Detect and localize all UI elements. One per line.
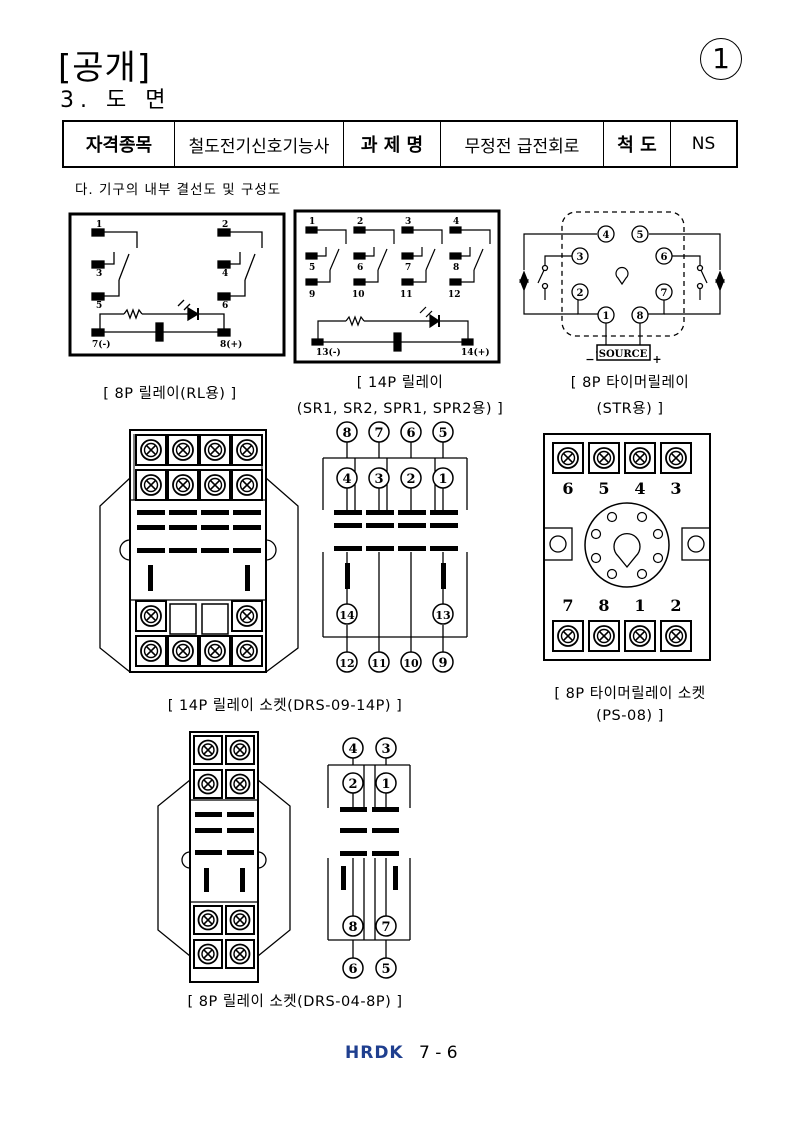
s14-mid-pin: 2 <box>406 472 415 487</box>
s8-bottom-pin: 6 <box>348 962 357 977</box>
ps08-top-label: 4 <box>634 479 645 498</box>
s14-coil-pin: 14 <box>339 609 355 622</box>
ps08-bottom-label: 7 <box>562 596 573 615</box>
timer-caption-line2: (STR용) ] <box>596 401 664 417</box>
s14-top-pin: 8 <box>342 426 351 441</box>
s14-mid-pin: 3 <box>374 472 383 487</box>
timer-pin-3: 3 <box>577 252 584 263</box>
s8-top-pin: 4 <box>348 742 357 757</box>
relay14p-pin-13: 13(-) <box>316 347 341 358</box>
relay8p-pin-5: 5 <box>96 301 102 311</box>
timer-pin-2: 2 <box>577 288 584 299</box>
info-table: 자격종목 철도전기신호기능사 과 제 명 무정전 급전회로 척 도 NS <box>62 120 738 168</box>
timer-caption-line1: [ 8P 타이머릴레이 <box>570 375 690 391</box>
socket8p-caption: [ 8P 릴레이 소켓(DRS-04-8P) ] <box>187 994 403 1010</box>
hrdk-logo: HRDK <box>345 1043 404 1063</box>
relay-14p-diagram: 1 2 3 4 5 6 7 8 9 10 11 12 13(-) 14(+) <box>293 209 501 364</box>
relay8p-pin-3: 3 <box>96 269 102 279</box>
relay8p-pin-4: 4 <box>222 269 228 279</box>
relay8p-caption: [ 8P 릴레이(RL용) ] <box>103 386 237 402</box>
relay14p-pin-4: 4 <box>453 217 459 227</box>
source-plus: + <box>652 353 661 366</box>
relay14p-pin-11: 11 <box>400 290 413 300</box>
relay14p-pin-3: 3 <box>405 217 411 227</box>
relay8p-pin-8: 8(+) <box>220 339 242 350</box>
s8-mid-pin: 1 <box>381 777 390 792</box>
ps08-bottom-label: 1 <box>634 596 645 615</box>
timer-pin-1: 1 <box>603 311 610 322</box>
qualification-value: 철도전기신호기능사 <box>174 120 344 168</box>
document-title: [공개] <box>58 48 152 88</box>
section-label: 다. 기구의 내부 결선도 및 구성도 <box>75 182 282 198</box>
s14-top-pin: 5 <box>438 426 447 441</box>
page-footer: HRDK 7 - 6 <box>345 1043 458 1063</box>
relay14p-pin-5: 5 <box>309 263 315 273</box>
timer-pin-6: 6 <box>661 252 668 263</box>
s14-mid-pin: 1 <box>438 472 447 487</box>
scale-value: NS <box>670 120 738 168</box>
socket-8p-schematic: 4 3 2 1 8 7 6 5 <box>327 737 411 979</box>
timer-pin-7: 7 <box>661 288 668 299</box>
s14-mid-pin: 4 <box>342 472 351 487</box>
relay14p-pin-8: 8 <box>453 263 459 273</box>
section-title: 3. 도 면 <box>60 88 172 113</box>
s14-bottom-pin: 9 <box>438 656 447 671</box>
socket14p-caption: [ 14P 릴레이 소켓(DRS-09-14P) ] <box>167 698 403 714</box>
page-number: 7 - 6 <box>419 1043 458 1063</box>
timer-pin-8: 8 <box>637 311 644 322</box>
relay-8p-diagram: 1 2 3 4 5 6 7(-) 8(+) <box>68 212 286 357</box>
relay14p-pin-7: 7 <box>405 263 411 273</box>
relay14p-caption-line2: (SR1, SR2, SPR1, SPR2용) ] <box>296 401 504 417</box>
scale-label: 척 도 <box>603 120 671 168</box>
socket-14p-schematic: 8 7 6 5 4 3 2 1 14 13 12 11 10 9 <box>322 421 468 673</box>
s14-bottom-pin: 10 <box>403 657 419 670</box>
socket-8p-drawing <box>157 731 291 983</box>
s8-bottom-pin: 5 <box>381 962 390 977</box>
ps08-bottom-label: 8 <box>598 596 609 615</box>
s14-bottom-pin: 11 <box>371 657 386 670</box>
s8-coil-pin: 7 <box>381 920 390 935</box>
ps08-caption-line2: (PS-08) ] <box>596 708 664 724</box>
relay8p-pin-7: 7(-) <box>92 339 111 350</box>
relay14p-caption-line1: [ 14P 릴레이 <box>356 375 444 391</box>
source-minus: − <box>585 353 594 366</box>
s14-coil-pin: 13 <box>435 609 450 622</box>
s8-mid-pin: 2 <box>348 777 357 792</box>
ps08-bottom-label: 2 <box>670 596 681 615</box>
relay14p-pin-9: 9 <box>309 290 315 300</box>
page-marker: 1 <box>700 38 742 80</box>
relay14p-pin-2: 2 <box>357 217 363 227</box>
timer-socket-drawing: 6 5 4 3 7 8 1 2 <box>543 433 711 661</box>
relay14p-pin-14: 14(+) <box>461 347 490 358</box>
ps08-top-label: 6 <box>562 479 573 498</box>
relay8p-pin-6: 6 <box>222 301 228 311</box>
qualification-label: 자격종목 <box>62 120 175 168</box>
relay8p-pin-2: 2 <box>222 220 228 230</box>
s14-top-pin: 6 <box>406 426 415 441</box>
s8-top-pin: 3 <box>381 742 390 757</box>
ps08-caption-line1: [ 8P 타이머릴레이 소켓 <box>554 686 706 702</box>
ps08-top-label: 3 <box>670 479 681 498</box>
ps08-top-label: 5 <box>598 479 609 498</box>
timer-8p-diagram: 1 2 3 4 5 6 7 8 SOURCE − + <box>519 211 725 366</box>
s14-bottom-pin: 12 <box>339 657 354 670</box>
s8-coil-pin: 8 <box>348 920 357 935</box>
relay14p-pin-10: 10 <box>352 290 365 300</box>
relay14p-pin-6: 6 <box>357 263 363 273</box>
s14-top-pin: 7 <box>374 426 383 441</box>
timer-pin-4: 4 <box>603 230 610 241</box>
relay14p-pin-1: 1 <box>309 217 315 227</box>
relay8p-pin-1: 1 <box>96 220 102 230</box>
socket-14p-drawing <box>99 429 299 673</box>
relay14p-pin-12: 12 <box>448 290 461 300</box>
timer-pin-5: 5 <box>637 230 644 241</box>
source-label: SOURCE <box>599 349 648 360</box>
